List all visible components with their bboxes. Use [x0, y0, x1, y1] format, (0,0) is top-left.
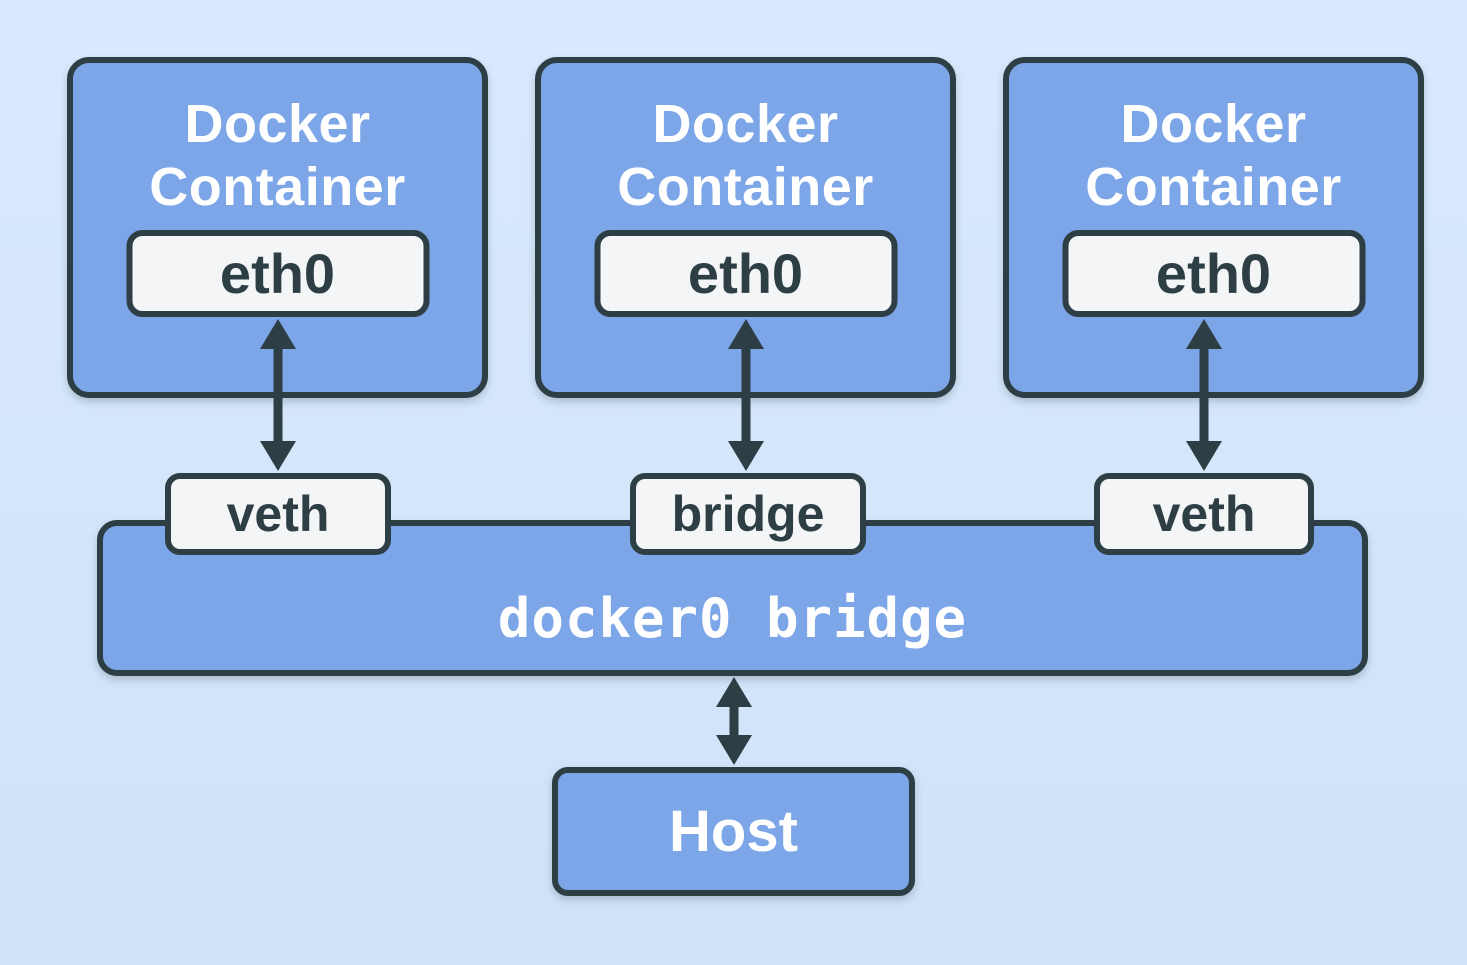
bridge-chip-label: bridge [671, 486, 825, 542]
veth-chip-label: veth [226, 486, 330, 542]
double-arrow-bridge-host [716, 677, 752, 765]
docker-container-box-1: Docker Container eth0 [67, 57, 488, 398]
eth0-interface-label: eth0 [219, 242, 336, 305]
host-box: Host [552, 767, 915, 896]
docker0-bridge-label: docker0 bridge [497, 586, 968, 650]
eth0-interface-box: eth0 [1062, 230, 1365, 317]
docker-container-label: Docker Container [1085, 94, 1342, 218]
docker-container-label: Docker Container [617, 94, 874, 218]
eth0-interface-box: eth0 [126, 230, 429, 317]
bridge-chip: bridge [630, 473, 866, 555]
host-label: Host [669, 799, 798, 864]
docker-container-box-3: Docker Container eth0 [1003, 57, 1424, 398]
docker-container-box-2: Docker Container eth0 [535, 57, 956, 398]
veth-chip-1: veth [165, 473, 391, 555]
eth0-interface-box: eth0 [594, 230, 897, 317]
docker-container-label: Docker Container [149, 94, 406, 218]
eth0-interface-label: eth0 [1155, 242, 1272, 305]
eth0-interface-label: eth0 [687, 242, 804, 305]
veth-chip-label: veth [1152, 486, 1256, 542]
veth-chip-2: veth [1094, 473, 1314, 555]
